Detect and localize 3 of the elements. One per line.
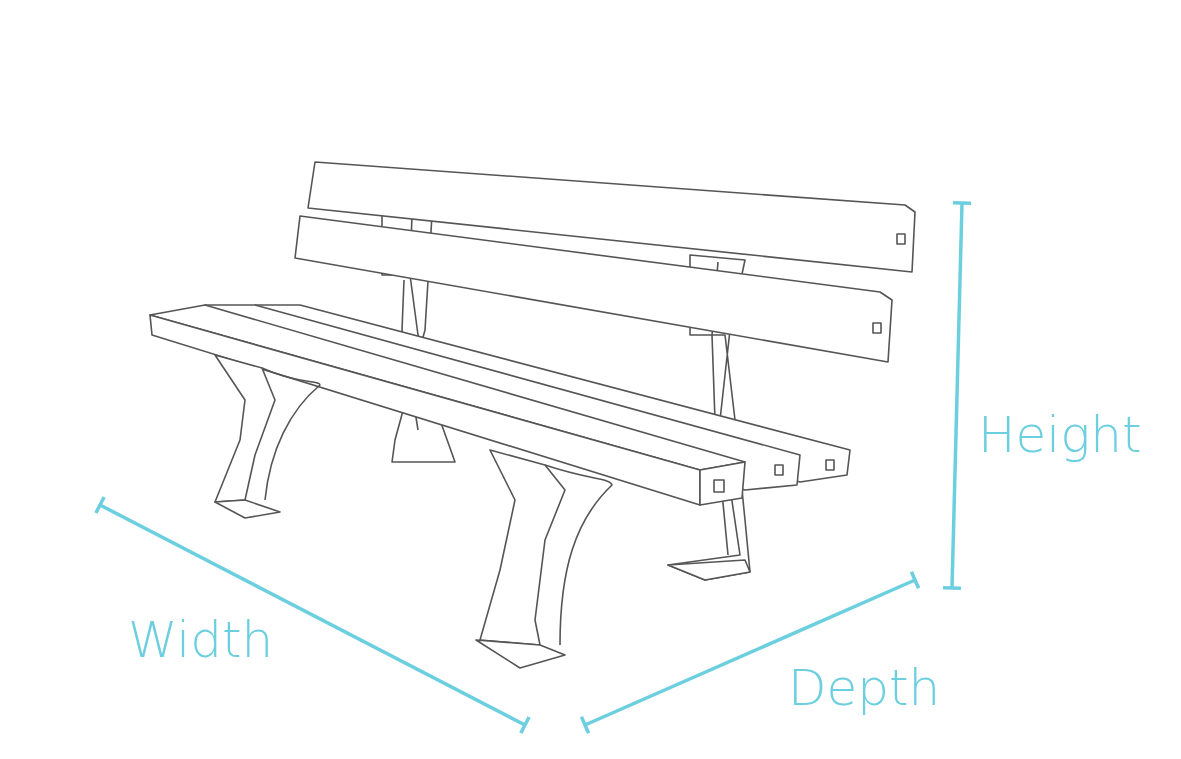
dimension-label: Width [128,615,274,665]
dimension-label: Depth [788,663,941,713]
dimension-label: Height [978,410,1142,460]
